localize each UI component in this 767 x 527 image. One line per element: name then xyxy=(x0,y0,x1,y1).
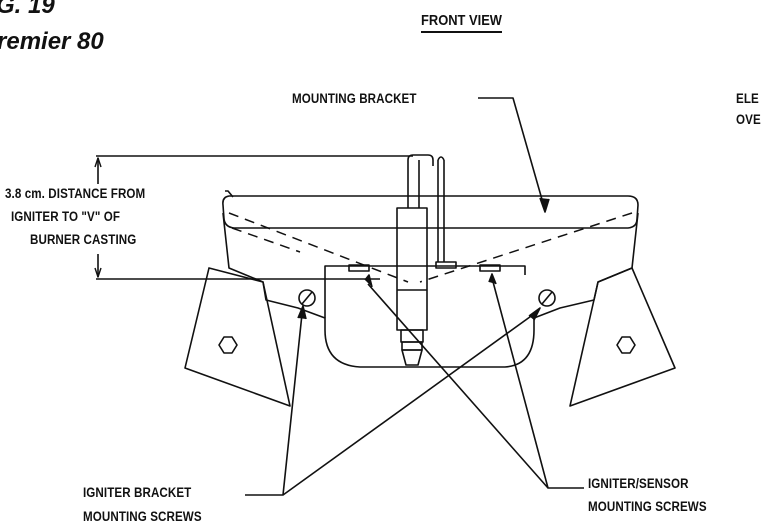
distance-leader xyxy=(225,190,234,198)
right-bracket-screw xyxy=(538,289,556,307)
figure-model: remier 80 xyxy=(0,28,104,55)
igniter-bracket-leader xyxy=(245,313,303,496)
igniter-bracket-label-line1: IGNITER BRACKET xyxy=(83,485,192,500)
distance-label-line1: 3.8 cm. DISTANCE FROM xyxy=(5,186,146,201)
igniter-screw-right xyxy=(479,264,501,272)
right-wedge xyxy=(569,267,676,407)
mounting-bracket-label: MOUNTING BRACKET xyxy=(292,91,417,106)
right-hex-nut xyxy=(616,336,636,354)
burner-casting-top xyxy=(222,195,639,229)
igniter-bracket-label-line2: MOUNTING SCREWS xyxy=(83,509,202,524)
left-hex-nut xyxy=(218,336,238,354)
igniter-body xyxy=(396,207,428,331)
igniter-sensor-label-line1: IGNITER/SENSOR xyxy=(588,476,689,491)
distance-label-line2: IGNITER TO "V" OF xyxy=(11,209,121,224)
igniter-rod-1 xyxy=(407,154,434,208)
electrode-label-line1: ELE xyxy=(736,91,759,106)
figure-number: G. 19 xyxy=(0,0,55,19)
view-title: FRONT VIEW xyxy=(421,12,502,29)
igniter-screw-left xyxy=(348,264,370,272)
mounting-bracket-leader xyxy=(478,97,546,211)
distance-label-line3: BURNER CASTING xyxy=(30,232,137,247)
electrode-label-line2: OVE xyxy=(736,112,761,127)
burner-v-dashed-right xyxy=(419,212,633,283)
burner-v-dashed-left xyxy=(228,212,409,283)
igniter-bracket-plate xyxy=(324,265,526,318)
burner-casting-body xyxy=(222,212,639,368)
igniter-sensor-label-line2: MOUNTING SCREWS xyxy=(588,499,707,514)
left-bracket-screw xyxy=(298,289,316,307)
left-wedge xyxy=(184,267,291,407)
igniter-sensor-leader xyxy=(367,283,584,489)
